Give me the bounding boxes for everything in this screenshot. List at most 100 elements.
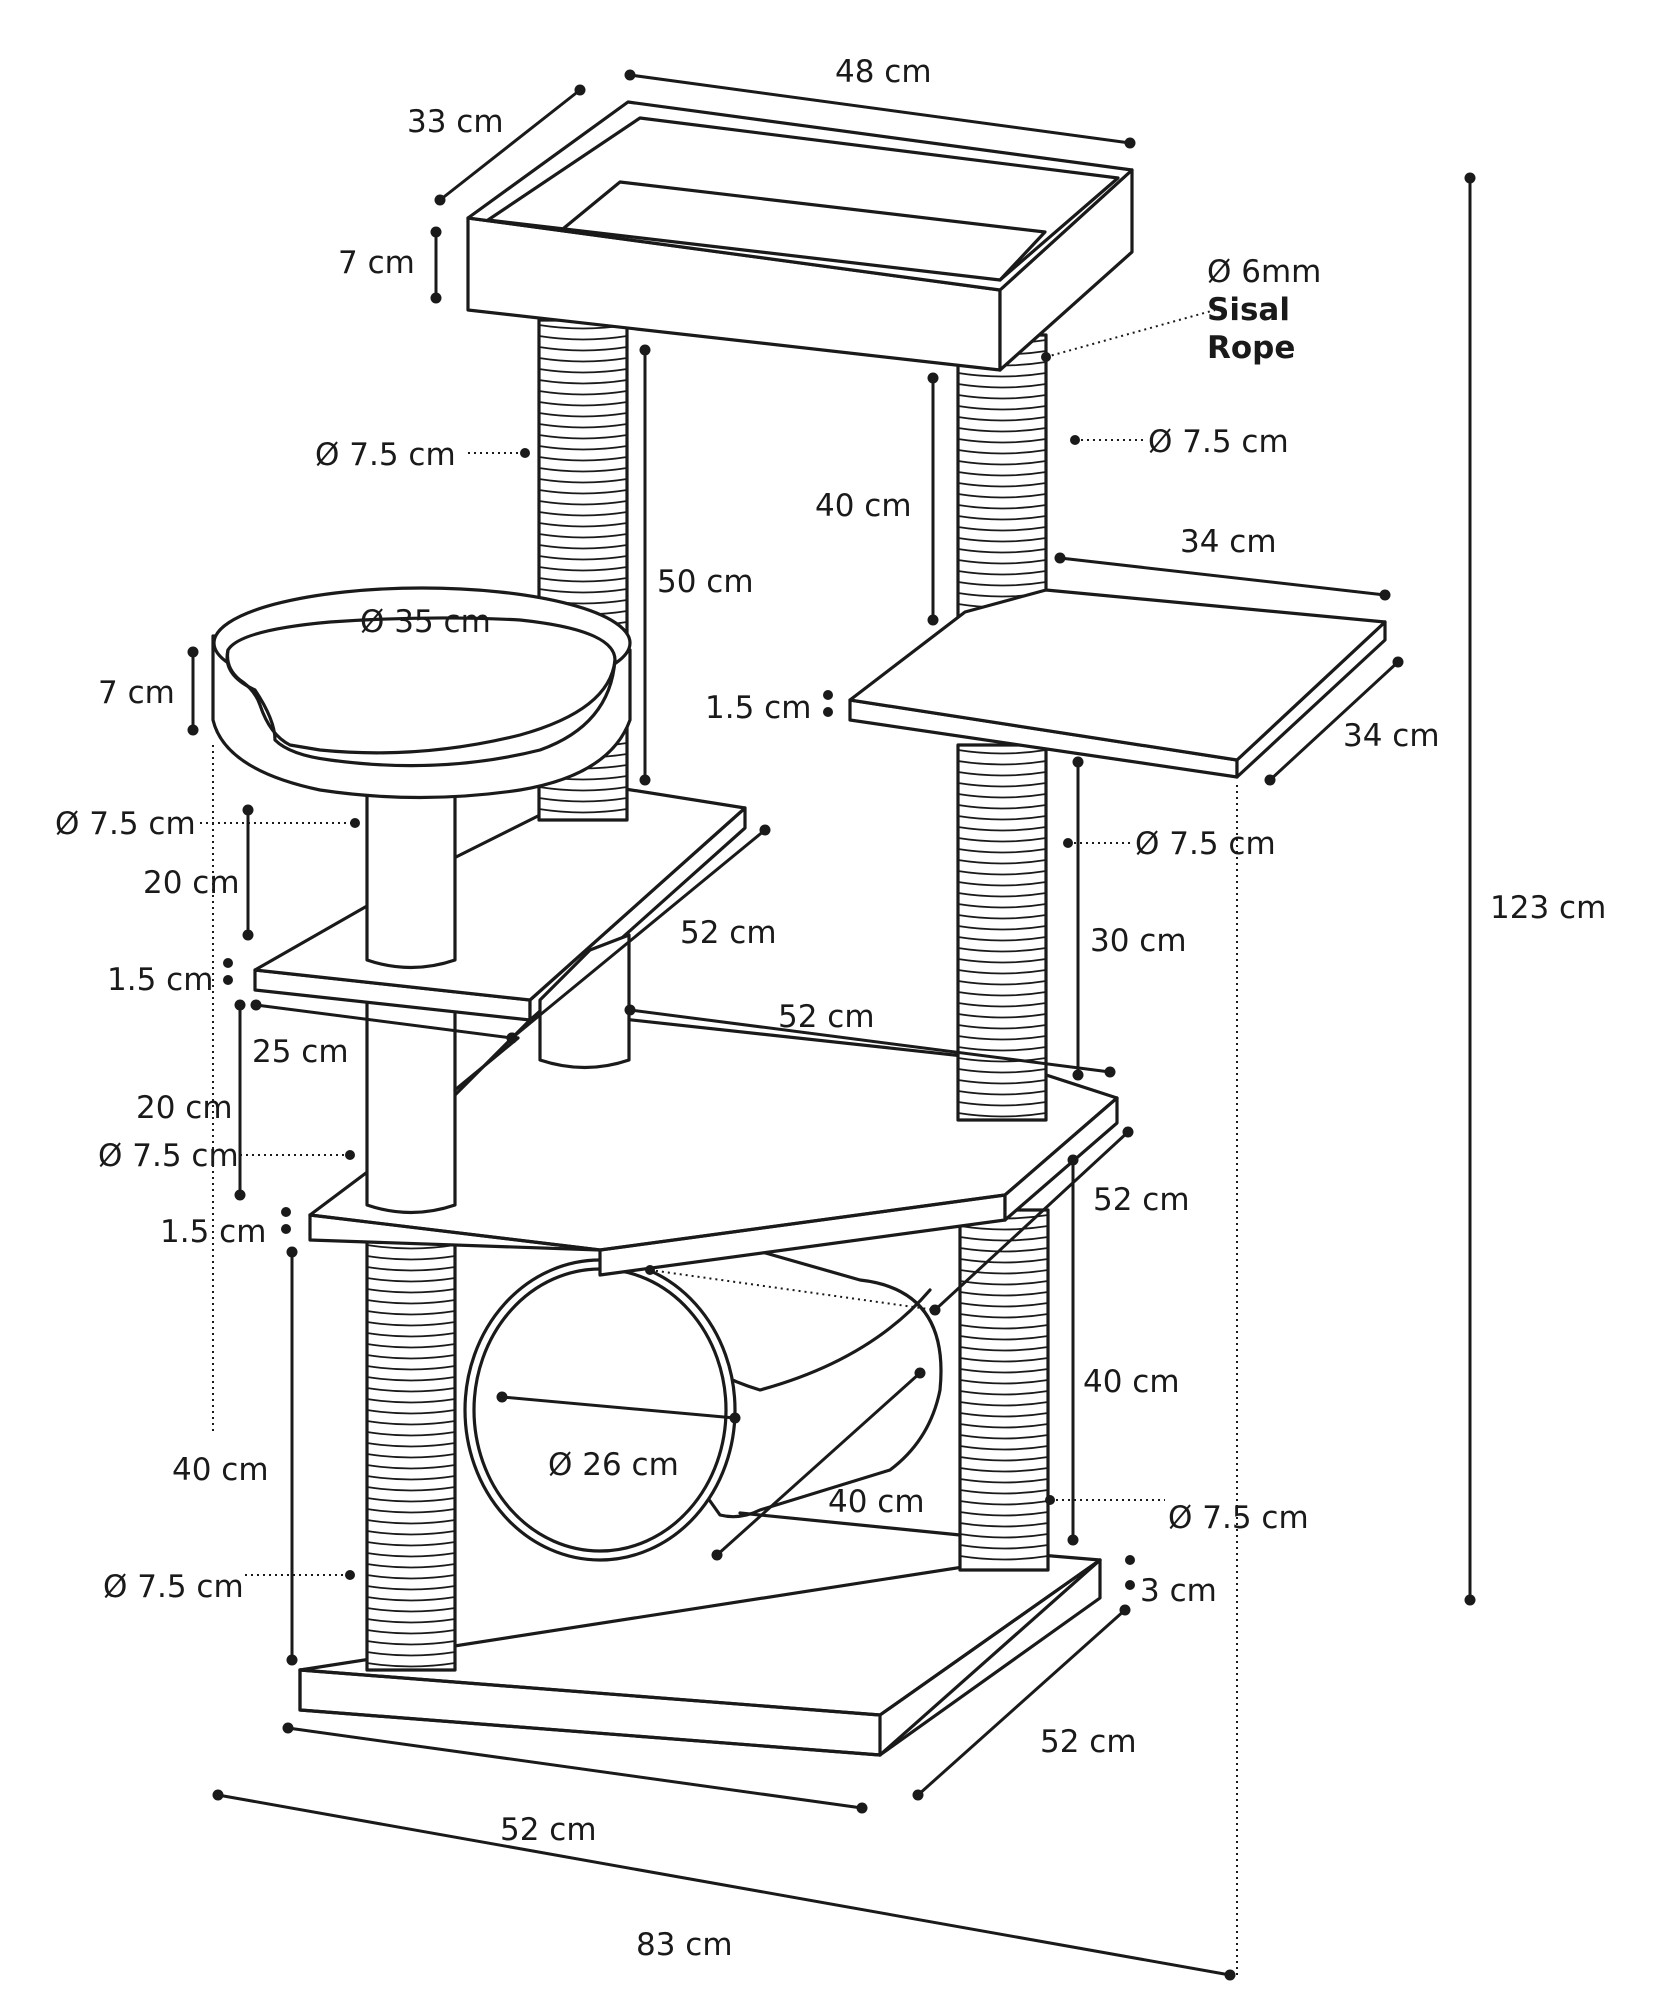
labels: 48 cm 33 cm 7 cm Ø 6mm Sisal Rope Ø 7.5 … [55,54,1606,1963]
lower-left-post-diameter-label: Ø 7.5 cm [103,1569,244,1605]
dimension-dot [729,1412,741,1424]
bowl-post-diameter-label: Ø 7.5 cm [55,806,196,842]
round-bed [211,586,632,800]
dimension-dot [282,1722,294,1734]
bowl-post-length-label: 20 cm [143,865,240,901]
rope-wrap [366,1431,456,1437]
rope-wrap [957,1101,1047,1107]
rope-wrap [538,401,628,407]
rope-wrap [366,1596,456,1602]
rope-wrap [366,1442,456,1448]
rope-wrap [366,1409,456,1415]
post-top-right-diameter-label: Ø 7.5 cm [1148,424,1289,460]
rope-wrap [366,1453,456,1459]
rope-wrap [366,1299,456,1305]
top-height-label: 7 cm [338,245,415,281]
dimension-dot [234,999,246,1011]
rope-wrap [957,1035,1047,1041]
right-platform [848,588,1387,779]
rope-wrap [366,1321,456,1327]
dimension-dot [286,1654,298,1666]
rope-wrap [538,390,628,396]
dimension-dot [927,614,939,626]
rope-wrap [538,500,628,506]
post-top-left-length-label: 50 cm [657,564,754,600]
dimension-dot [639,344,651,356]
dimension-dot [187,724,199,736]
right-lower-post-length-label: 30 cm [1090,923,1187,959]
rope-wrap [959,1291,1049,1297]
rope-wrap [959,1434,1049,1440]
tunnel-length-label: 40 cm [828,1484,925,1520]
rope-wrap [957,947,1047,953]
dimension-endpoints [187,69,1476,1981]
mid-platform-width-label: 25 cm [252,1034,349,1070]
dimension-dot [234,1189,246,1201]
rope-wrap [538,566,628,572]
dimension-dot [574,84,586,96]
rope-wrap [957,394,1047,400]
dimension-dot [927,372,939,384]
dimension-dot [1104,1066,1116,1078]
rope-wrap [366,1365,456,1371]
rope-wrap [957,1002,1047,1008]
rope-wrap [957,958,1047,964]
dimension-dot [914,1367,926,1379]
base-depth-label: 52 cm [1040,1724,1137,1760]
dimension-dot [856,1802,868,1814]
base-width-label: 52 cm [500,1812,597,1848]
center-post [538,933,631,1070]
rope-wrap [366,1255,456,1261]
mid-post-diameter-label: Ø 7.5 cm [98,1138,239,1174]
rope-wrap [957,782,1047,788]
rope-wrap [959,1467,1049,1473]
right-lower-post-diameter-label: Ø 7.5 cm [1135,826,1276,862]
rope-wrap [959,1544,1049,1550]
rope-wrap [366,1563,456,1569]
rope-wrap [957,1024,1047,1030]
rope-wrap [957,892,1047,898]
rope-wrap [959,1379,1049,1385]
rope-wrap [957,438,1047,444]
rope-word-rope: Rope [1207,330,1295,366]
dimension-dot [430,292,442,304]
rope-wrap [957,1013,1047,1019]
rope-wrap [957,482,1047,488]
leader-dot [1041,352,1051,362]
rope-wrap [366,1277,456,1283]
rope-wrap [957,804,1047,810]
dimension-dot [1054,552,1066,564]
dimension-dot [187,646,199,658]
rope-wrap [957,537,1047,543]
rope-wrap [957,903,1047,909]
rope-wrap [366,1475,456,1481]
hex-platform [308,1008,1119,1277]
dimension-dot [624,1004,636,1016]
rope-wrap [957,372,1047,378]
right-platform-depth-label: 34 cm [1343,718,1440,754]
right-lower-post [956,743,1048,1122]
rope-wrap [957,749,1047,755]
bottom-right-post [958,1208,1050,1572]
rope-wrap [957,559,1047,565]
rope-wrap [538,478,628,484]
dimension-dot [212,1789,224,1801]
dimension-dot [1067,1154,1079,1166]
thickness-dot [223,958,233,968]
rope-diameter-label: Ø 6mm [1207,254,1321,290]
rope-wrap [366,1607,456,1613]
rope-wrap [366,1530,456,1536]
mid-platform-thickness-label: 1.5 cm [107,962,213,998]
rope-wrap [538,786,628,792]
rope-wrap [366,1574,456,1580]
rope-wrap [957,881,1047,887]
rope-wrap [366,1519,456,1525]
rope-wrap [366,1266,456,1272]
rope-wrap [959,1247,1049,1253]
mid-platform-depth-label: 52 cm [680,915,777,951]
rope-wrap [538,434,628,440]
dimension-dot [1124,137,1136,149]
rope-wrap [538,555,628,561]
rope-word-sisal: Sisal [1207,292,1290,328]
